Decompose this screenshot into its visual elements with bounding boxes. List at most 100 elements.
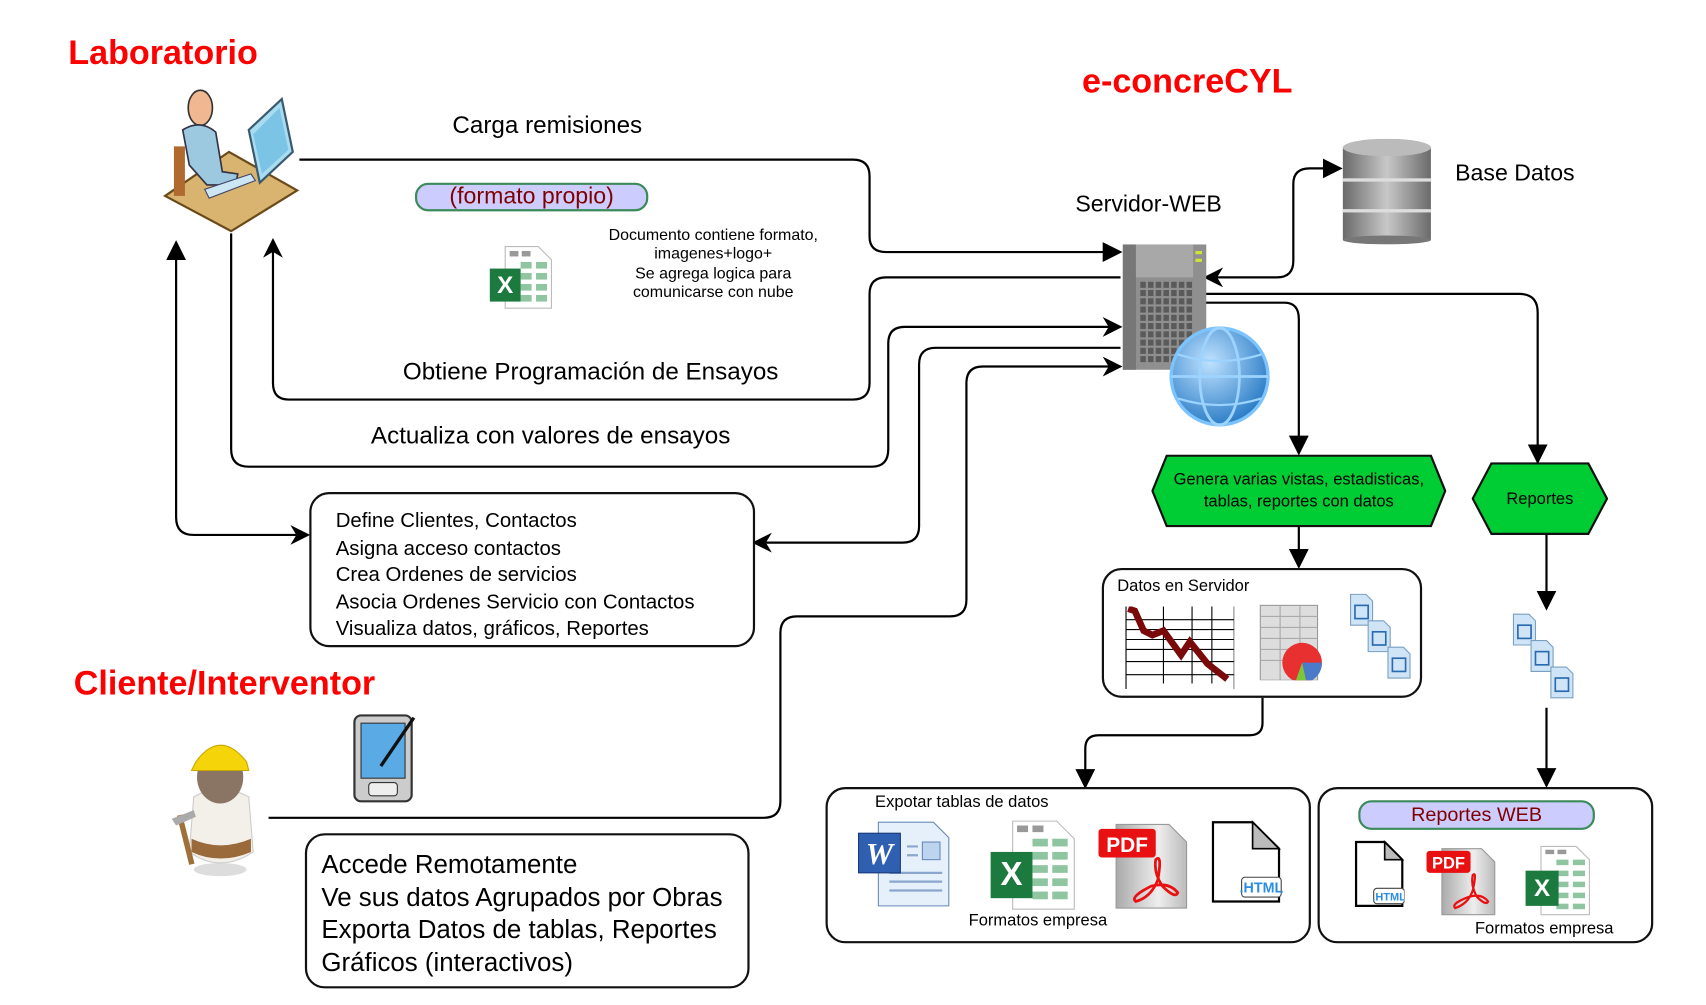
- svg-text:.HTML: .HTML: [1240, 881, 1284, 897]
- table-files-icon: [1348, 592, 1414, 687]
- flow-server-reportes: [1205, 292, 1548, 465]
- system-title: e-concreCYL: [1081, 61, 1293, 101]
- excel-file-icon: X: [488, 244, 554, 310]
- server-grid-cell: [1140, 281, 1146, 288]
- excel-file-icon: X: [1523, 844, 1591, 917]
- document-note-line: comunicarse con nube: [632, 284, 794, 302]
- exportar-tablas-box: Expotar tablas de datos W X: [825, 787, 1311, 944]
- reportes-web-badge: Reportes WEB: [1358, 800, 1595, 830]
- server-grid-cell: [1171, 306, 1177, 313]
- reportes-web-box: Reportes WEB .HTML PDF X: [1317, 787, 1654, 944]
- server-grid-cell: [1148, 339, 1154, 346]
- pdf-file-icon: PDF: [1426, 844, 1497, 917]
- server-grid-cell: [1163, 306, 1169, 313]
- server-grid-cell: [1155, 331, 1162, 338]
- server-grid-cell: [1148, 331, 1154, 338]
- client-actions-box: Accede Remotamente Ve sus datos Agrupado…: [304, 833, 750, 989]
- server-grid-cell: [1163, 347, 1169, 354]
- server-grid-cell: [1171, 290, 1177, 297]
- datos-servidor-title: Datos en Servidor: [1117, 576, 1250, 596]
- server-grid-cell: [1155, 306, 1162, 313]
- server-grid-cell: [1171, 331, 1177, 338]
- server-grid-cell: [1140, 298, 1146, 305]
- server-grid-cell: [1171, 298, 1177, 305]
- svg-text:PDF: PDF: [1432, 854, 1465, 872]
- server-grid-cell: [1148, 347, 1154, 354]
- svg-text:X: X: [1001, 855, 1023, 892]
- server-grid-cell: [1171, 347, 1177, 354]
- server-grid-cell: [1163, 339, 1169, 346]
- server-grid-cell: [1140, 314, 1146, 321]
- server-grid-cell: [1155, 356, 1162, 363]
- server-grid-cell: [1186, 306, 1193, 313]
- server-grid-cell: [1163, 331, 1169, 338]
- server-grid-cell: [1148, 306, 1154, 313]
- genera-line: tablas, reportes con datos: [1203, 492, 1394, 511]
- server-grid-cell: [1155, 339, 1162, 346]
- flow-datos-exportar: [1075, 697, 1264, 789]
- genera-line: Genera varias vistas, estadisticas,: [1173, 469, 1425, 489]
- lab-action-item: Asocia Ordenes Servicio con Contactos: [335, 589, 695, 613]
- server-grid-cell: [1155, 347, 1162, 354]
- client-action-item: Exporta Datos de tablas, Reportes: [321, 914, 717, 944]
- server-grid-cell: [1178, 306, 1185, 313]
- genera-process-label: Genera varias vistas, estadisticas, tabl…: [1151, 469, 1446, 513]
- carga-remisiones-label: Carga remisiones: [452, 111, 643, 139]
- flow-server-genera: [1205, 301, 1309, 456]
- construction-worker-icon: [165, 729, 264, 881]
- server-grid-cell: [1178, 281, 1185, 288]
- server-grid-cell: [1155, 298, 1162, 305]
- html-file-icon: .HTML: [1211, 820, 1284, 904]
- document-note-line: Se agrega logica para: [635, 265, 792, 283]
- server-grid-cell: [1178, 290, 1185, 297]
- client-action-item: Ve sus datos Agrupados por Obras: [321, 882, 723, 911]
- lab-action-item: Visualiza datos, gráficos, Reportes: [335, 616, 649, 640]
- svg-text:X: X: [497, 272, 513, 299]
- server-grid-cell: [1163, 314, 1169, 321]
- server-grid-cell: [1178, 298, 1185, 305]
- server-grid-cell: [1155, 290, 1162, 297]
- cliente-title: Cliente/Interventor: [73, 663, 376, 703]
- pdf-file-icon: PDF: [1098, 820, 1188, 910]
- lab-action-item: Crea Ordenes de servicios: [335, 562, 577, 586]
- server-grid-cell: [1148, 298, 1154, 305]
- lab-action-item: Define Clientes, Contactos: [335, 508, 577, 532]
- server-grid-cell: [1186, 298, 1193, 305]
- server-grid-cell: [1140, 290, 1146, 297]
- report-table-files-icon: [1511, 612, 1577, 707]
- server-grid-cell: [1186, 323, 1193, 330]
- svg-text:.HTML: .HTML: [1372, 891, 1404, 903]
- server-grid-cell: [1171, 281, 1177, 288]
- server-grid-cell: [1155, 281, 1162, 288]
- genera-process-hexagon: [1151, 454, 1447, 528]
- server-grid-cell: [1163, 281, 1169, 288]
- server-grid-cell: [1186, 314, 1193, 321]
- lab-action-item: Asigna acceso contactos: [335, 535, 561, 559]
- html-file-icon: .HTML: [1354, 840, 1406, 908]
- document-note: Documento contiene formato, imagenes+log…: [587, 227, 840, 304]
- server-grid-cell: [1148, 281, 1154, 288]
- datos-servidor-box: Datos en Servidor: [1101, 567, 1423, 698]
- server-grid-cell: [1178, 339, 1185, 346]
- server-grid-cell: [1186, 290, 1193, 297]
- server-grid-cell: [1171, 323, 1177, 330]
- laboratorio-title: Laboratorio: [68, 33, 258, 72]
- person-at-computer-icon: [162, 86, 300, 233]
- flow-carga-remisiones: [299, 158, 1123, 262]
- server-grid-cell: [1163, 290, 1169, 297]
- base-datos-label: Base Datos: [1455, 160, 1575, 187]
- server-grid-cell: [1163, 356, 1169, 363]
- server-grid-cell: [1140, 356, 1146, 363]
- server-grid-cell: [1140, 339, 1146, 346]
- globe-icon: [1167, 324, 1273, 430]
- formato-propio-badge: (formato propio): [414, 182, 649, 212]
- server-grid-cell: [1148, 323, 1154, 330]
- actualiza-valores-label: Actualiza con valores de ensayos: [370, 421, 731, 450]
- client-action-item: Accede Remotamente: [321, 849, 578, 879]
- server-grid-cell: [1140, 347, 1146, 354]
- server-grid-cell: [1148, 290, 1154, 297]
- server-grid-cell: [1171, 339, 1177, 346]
- server-grid-cell: [1163, 323, 1169, 330]
